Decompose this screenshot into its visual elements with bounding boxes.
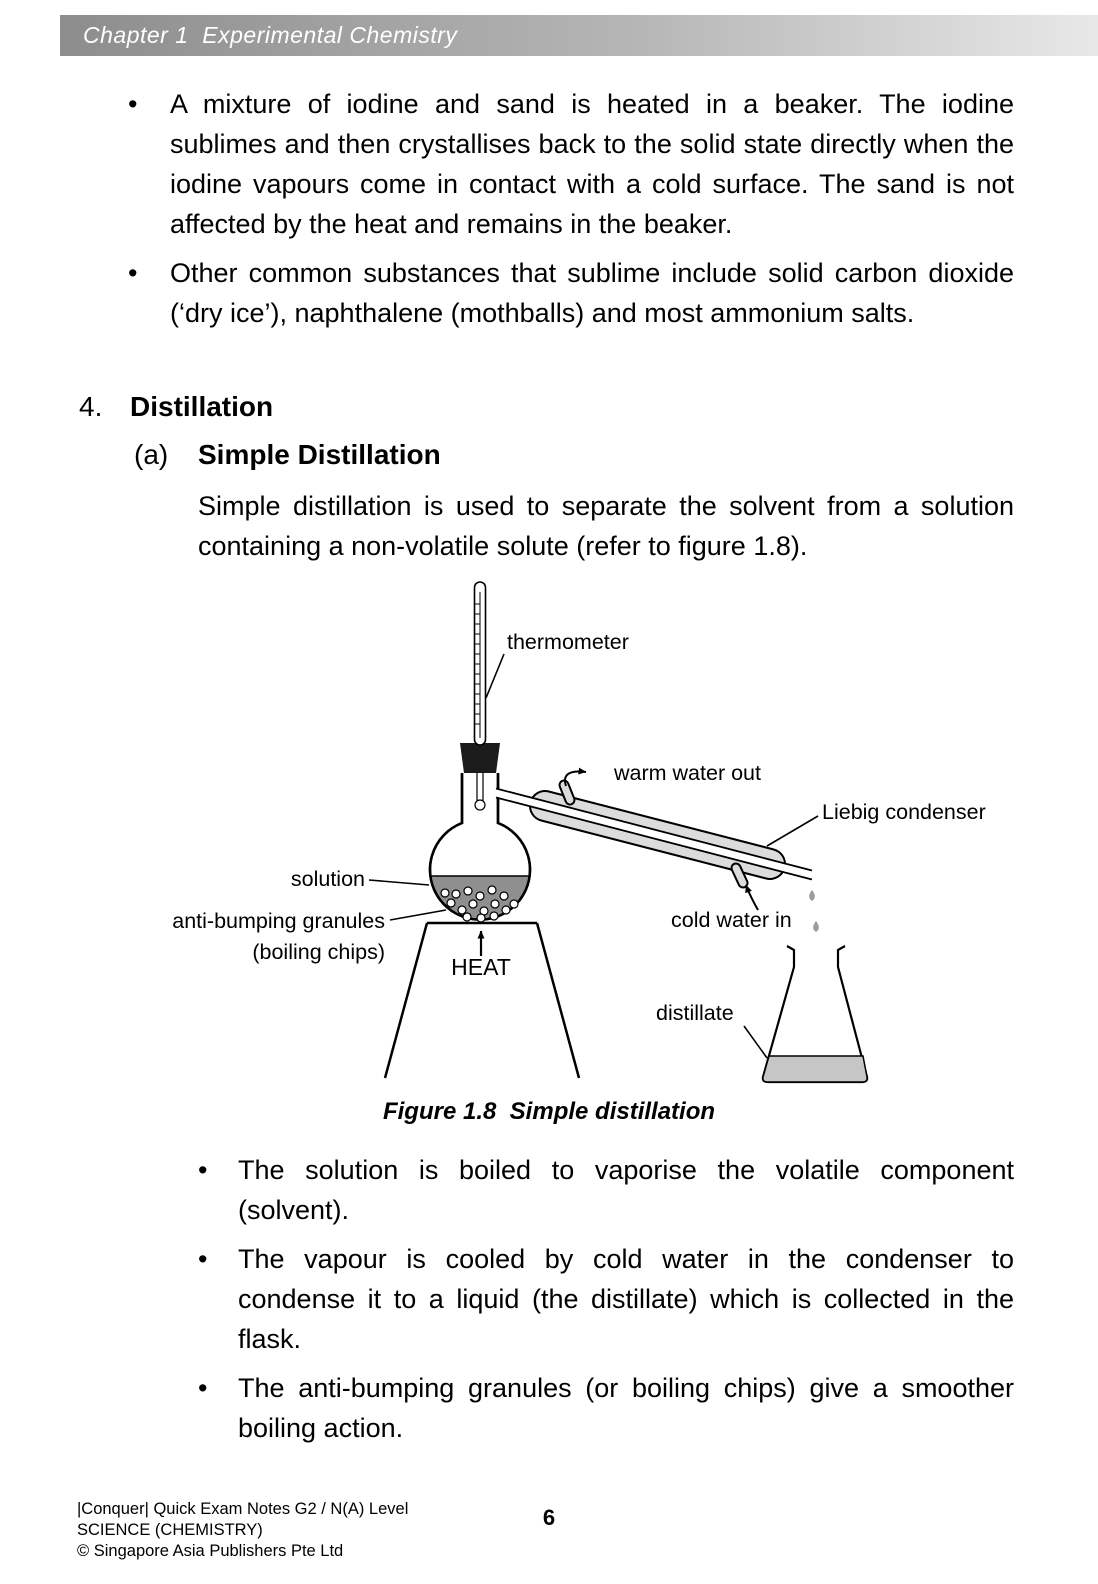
label-heat: HEAT xyxy=(451,954,511,980)
footer-line-3: © Singapore Asia Publishers Pte Ltd xyxy=(77,1542,344,1560)
label-solution: solution xyxy=(291,867,365,891)
sublimation-bullet-list: • A mixture of iodine and sand is heated… xyxy=(128,84,1014,342)
chapter-header-bar: Chapter 1 Experimental Chemistry xyxy=(60,15,1098,56)
label-boiling-chips: (boiling chips) xyxy=(252,940,385,964)
subsection-heading: (a) Simple Distillation xyxy=(134,438,441,472)
cold-water-in-arrow xyxy=(745,884,759,911)
distillate-liquid xyxy=(762,1055,868,1083)
bullet-item: • The anti-bumping granules (or boiling … xyxy=(198,1368,1014,1448)
boiling-chips xyxy=(440,885,519,923)
bullet-text: Other common substances that sublime inc… xyxy=(170,258,1014,328)
label-thermometer: thermometer xyxy=(507,630,629,654)
bullet-marker: • xyxy=(198,1244,208,1274)
thermometer xyxy=(473,581,487,746)
distillation-diagram: thermometer warm water out Liebig conden… xyxy=(172,581,986,1084)
label-warm-water-out: warm water out xyxy=(613,761,761,785)
bullet-item: • A mixture of iodine and sand is heated… xyxy=(128,84,1014,244)
bullet-text: The anti-bumping granules (or boiling ch… xyxy=(238,1373,1014,1443)
footer-line-2: SCIENCE (CHEMISTRY) xyxy=(77,1521,263,1539)
bullet-marker: • xyxy=(198,1373,208,1403)
bullet-text: The solution is boiled to vaporise the v… xyxy=(238,1155,1014,1225)
warm-water-out-arrow xyxy=(564,767,587,787)
delivery-tube xyxy=(491,787,813,881)
label-distillate: distillate xyxy=(656,1001,734,1025)
bullet-item: • The solution is boiled to vaporise the… xyxy=(198,1150,1014,1230)
flow-arrows xyxy=(477,767,759,956)
thermometer-tip xyxy=(474,772,486,811)
heating-stand xyxy=(383,921,581,1079)
label-anti-bumping-granules: anti-bumping granules xyxy=(172,909,385,933)
bullet-marker: • xyxy=(198,1155,208,1185)
page-number: 6 xyxy=(542,1505,556,1530)
label-cold-water-in: cold water in xyxy=(671,908,792,932)
section-title: Distillation xyxy=(130,391,274,422)
footer-imprint: |Conquer| Quick Exam Notes G2 / N(A) Lev… xyxy=(77,1499,408,1562)
leader-lines xyxy=(368,653,819,1059)
bullet-marker: • xyxy=(128,258,138,288)
bullet-marker: • xyxy=(128,89,138,119)
stopper xyxy=(460,743,500,773)
figure-caption: Figure 1.8 Simple distillation xyxy=(382,1098,716,1125)
footer-line-1: |Conquer| Quick Exam Notes G2 / N(A) Lev… xyxy=(77,1500,409,1518)
section-number: 4. xyxy=(79,391,103,422)
bullet-text: A mixture of iodine and sand is heated i… xyxy=(170,89,1014,239)
label-liebig-condenser: Liebig condenser xyxy=(822,800,986,824)
bullet-item: • Other common substances that sublime i… xyxy=(128,253,1014,333)
subsection-title: Simple Distillation xyxy=(198,439,441,470)
subsection-label: (a) xyxy=(134,439,169,470)
chapter-title: Chapter 1 Experimental Chemistry xyxy=(83,22,458,48)
section-heading: 4. Distillation xyxy=(79,390,273,424)
distillation-bullet-list: • The solution is boiled to vaporise the… xyxy=(198,1150,1014,1457)
bullet-text: The vapour is cooled by cold water in th… xyxy=(238,1244,1014,1354)
intro-paragraph: Simple distillation is used to separate … xyxy=(198,491,1014,561)
bullet-item: • The vapour is cooled by cold water in … xyxy=(198,1239,1014,1359)
